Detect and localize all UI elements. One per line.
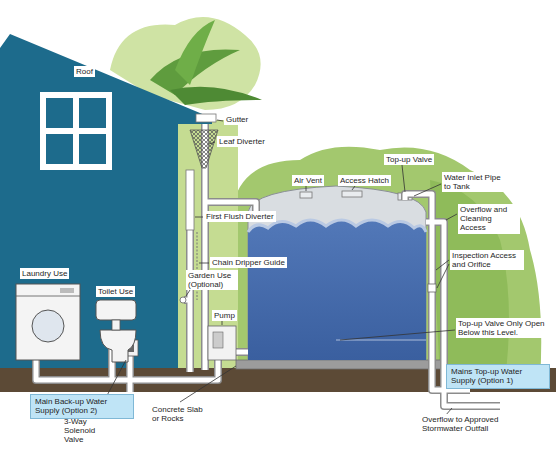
water-tank-part — [342, 191, 362, 197]
callout-label: Overflow to Approved Stormwater Outfall — [420, 414, 532, 434]
concrete-slab — [236, 360, 444, 369]
leader-lines-part — [306, 186, 307, 191]
leader-lines-part — [340, 330, 455, 340]
leader-lines-part — [180, 366, 236, 402]
callout-label: Access Hatch — [338, 175, 391, 186]
foliage-part — [170, 87, 262, 105]
leader-lines-part — [402, 165, 405, 192]
inspection-orifice — [428, 284, 436, 292]
callout-label: Gutter — [224, 114, 250, 125]
house-part — [0, 34, 212, 370]
callout-label: Concrete Slab or Rocks — [150, 404, 206, 424]
water-tank-part — [248, 220, 426, 360]
gutter-and-diverters-part — [180, 297, 186, 303]
pump-part — [208, 326, 236, 360]
washing-machine-part — [32, 310, 64, 342]
callout-label: Overflow and Cleaning Access — [458, 204, 520, 234]
washing-machine-part — [16, 296, 80, 297]
pipes-part — [36, 124, 500, 406]
gutter-and-diverters-part — [196, 114, 216, 122]
leader-lines — [96, 120, 457, 416]
toilet-part — [100, 330, 136, 362]
supply-box: Mains Top-up Water Supply (Option 1) — [446, 364, 550, 389]
leader-lines-part — [209, 142, 215, 144]
pipes-part-part — [236, 350, 248, 355]
callout-label: Toilet Use — [96, 286, 135, 297]
foliage-part — [175, 20, 215, 85]
house-part — [40, 92, 112, 170]
supply-box: Main Back-up Water Supply (Option 2) — [30, 394, 134, 419]
callout-label: Leaf Diverter — [217, 136, 267, 147]
leader-lines-part — [199, 263, 209, 264]
gutter-and-diverters-part — [186, 170, 194, 230]
water-tank-part — [300, 192, 312, 198]
house-part — [46, 134, 73, 164]
house — [0, 34, 212, 370]
leader-lines-part — [446, 214, 457, 220]
toilet — [96, 300, 136, 362]
callout-label: Garden Use (Optional) — [186, 270, 238, 290]
callout-label: Laundry Use — [20, 268, 69, 279]
toilet-part — [96, 300, 136, 320]
leader-lines-part — [217, 120, 223, 121]
washing-machine — [16, 284, 80, 360]
pipes-part-part — [36, 360, 218, 380]
house-part — [79, 98, 106, 128]
leader-lines-part — [186, 290, 190, 296]
callout-label: Top-up Valve — [384, 154, 434, 165]
leader-lines-part — [195, 217, 203, 218]
gutter-and-diverters-part — [190, 130, 218, 168]
supply-text: Mains Top-up Water Supply (Option 1) — [451, 367, 545, 385]
pipes — [36, 124, 500, 406]
pump — [208, 326, 236, 360]
callout-label: Roof — [74, 66, 95, 77]
callout-label: Air Vent — [292, 175, 324, 186]
leader-lines-part — [437, 264, 449, 288]
callout-label: Chain Dripper Guide — [210, 257, 287, 268]
house-part — [46, 98, 73, 128]
pump-part — [213, 332, 223, 348]
washing-machine-part — [60, 288, 74, 293]
callout-label: Top-up Valve Only Open Below this Level. — [456, 318, 548, 338]
callout-label: Inspection Access and Orifice — [450, 250, 524, 270]
pipes-part-part — [236, 348, 248, 356]
callout-label: Pump — [212, 310, 237, 321]
house-part — [79, 134, 106, 164]
washing-machine-part — [16, 284, 80, 360]
callout-label: First Flush Diverter — [204, 211, 276, 222]
callout-label: 3-Way Solenoid Valve — [62, 416, 114, 446]
supply-text: Main Back-up Water Supply (Option 2) — [35, 397, 129, 415]
toilet-part — [112, 320, 120, 330]
callout-label: Water Inlet Pipe to Tank — [442, 172, 510, 192]
inspection-orifice-part — [428, 284, 436, 292]
leader-lines-part — [414, 184, 441, 196]
pipes-part — [36, 124, 500, 406]
water-tank-part — [336, 340, 426, 341]
leader-lines-part — [352, 186, 355, 190]
